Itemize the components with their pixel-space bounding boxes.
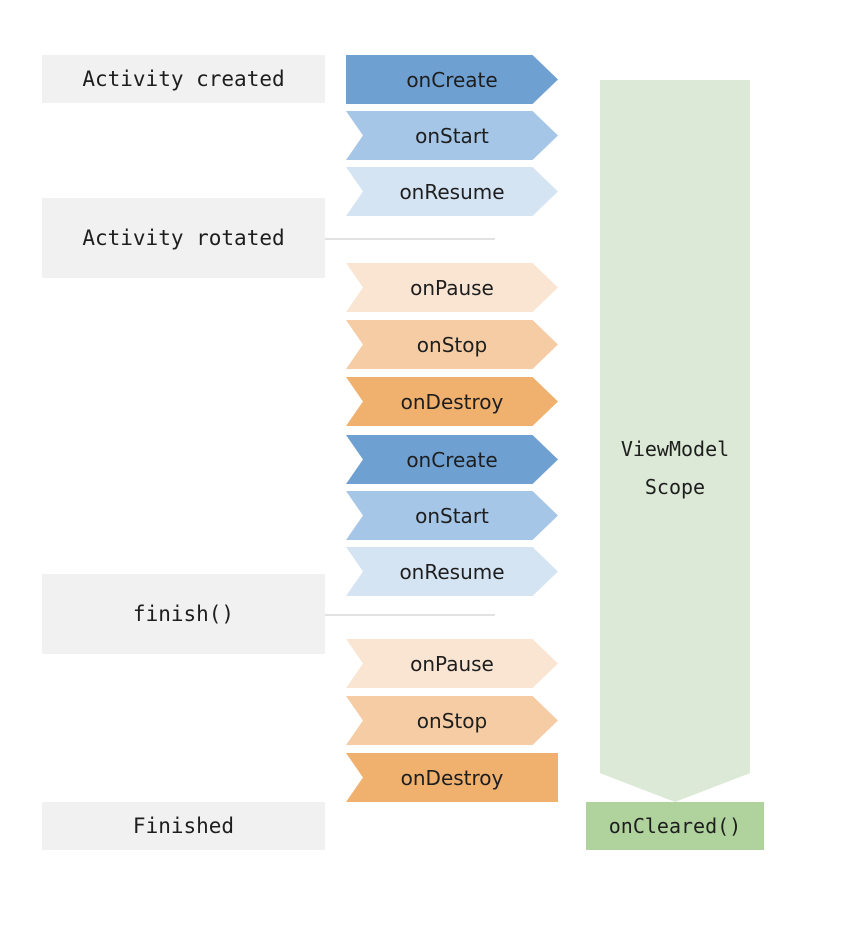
lifecycle-step-label: onCreate [406, 67, 498, 92]
lifecycle-step-label: onPause [410, 651, 494, 676]
event-activity-rotated: Activity rotated [42, 198, 325, 278]
lifecycle-step-ondestroy-2: onDestroy [346, 753, 558, 802]
lifecycle-step-label: onResume [399, 179, 505, 204]
event-activity-created-label: Activity created [82, 67, 285, 91]
viewmodel-scope-arrow [600, 80, 750, 802]
lifecycle-step-onpause-1: onPause [346, 263, 558, 312]
lifecycle-step-label: onPause [410, 275, 494, 300]
lifecycle-step-label: onStart [415, 123, 489, 148]
lifecycle-step-label: onCreate [406, 447, 498, 472]
lifecycle-step-label: onDestroy [400, 765, 504, 790]
lifecycle-step-oncreate-1: onCreate [346, 55, 558, 104]
event-finished-label: Finished [132, 814, 235, 838]
rotated-connector-line [325, 238, 495, 240]
event-finish: finish() [42, 574, 325, 654]
viewmodel-scope-label: ViewModel Scope [600, 430, 750, 506]
lifecycle-step-onstart-1: onStart [346, 111, 558, 160]
event-activity-rotated-label: Activity rotated [82, 226, 285, 250]
scope-label-line-1: ViewModel [620, 437, 730, 461]
lifecycle-step-onresume-1: onResume [346, 167, 558, 216]
lifecycle-step-label: onStart [415, 503, 489, 528]
event-activity-created: Activity created [42, 55, 325, 103]
lifecycle-step-label: onStop [416, 332, 488, 357]
lifecycle-step-onstop-2: onStop [346, 696, 558, 745]
event-finished: Finished [42, 802, 325, 850]
oncleared-label: onCleared() [608, 814, 742, 838]
oncleared-box: onCleared() [586, 802, 764, 850]
lifecycle-step-onstart-2: onStart [346, 491, 558, 540]
lifecycle-step-label: onStop [416, 708, 488, 733]
lifecycle-step-label: onResume [399, 559, 505, 584]
lifecycle-step-oncreate-2: onCreate [346, 435, 558, 484]
lifecycle-step-label: onDestroy [400, 389, 504, 414]
event-finish-label: finish() [132, 602, 235, 626]
lifecycle-step-ondestroy-1: onDestroy [346, 377, 558, 426]
scope-label-line-2: Scope [644, 475, 706, 499]
lifecycle-step-onpause-2: onPause [346, 639, 558, 688]
finish-connector-line [325, 614, 495, 616]
lifecycle-step-onstop-1: onStop [346, 320, 558, 369]
lifecycle-step-onresume-2: onResume [346, 547, 558, 596]
